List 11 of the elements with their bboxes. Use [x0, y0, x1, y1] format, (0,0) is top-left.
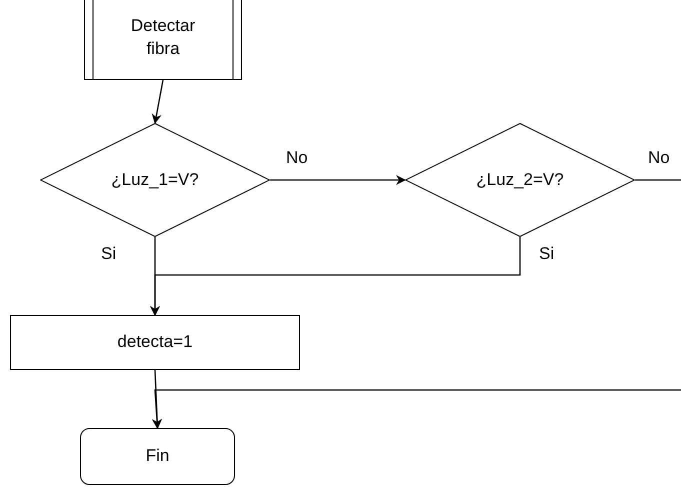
arrow	[152, 389, 681, 429]
arrow	[150, 237, 160, 316]
node-text: Fin	[146, 445, 170, 468]
node-text: ¿Luz_2=V?	[476, 168, 564, 191]
arrow	[152, 370, 162, 429]
connector-line	[635, 179, 681, 181]
arrow	[152, 80, 164, 124]
node-text: ¿Luz_1=V?	[111, 168, 199, 191]
node-text: detecta=1	[117, 331, 193, 354]
arrow	[270, 175, 406, 185]
node-text: Detectar fibra	[130, 15, 196, 60]
